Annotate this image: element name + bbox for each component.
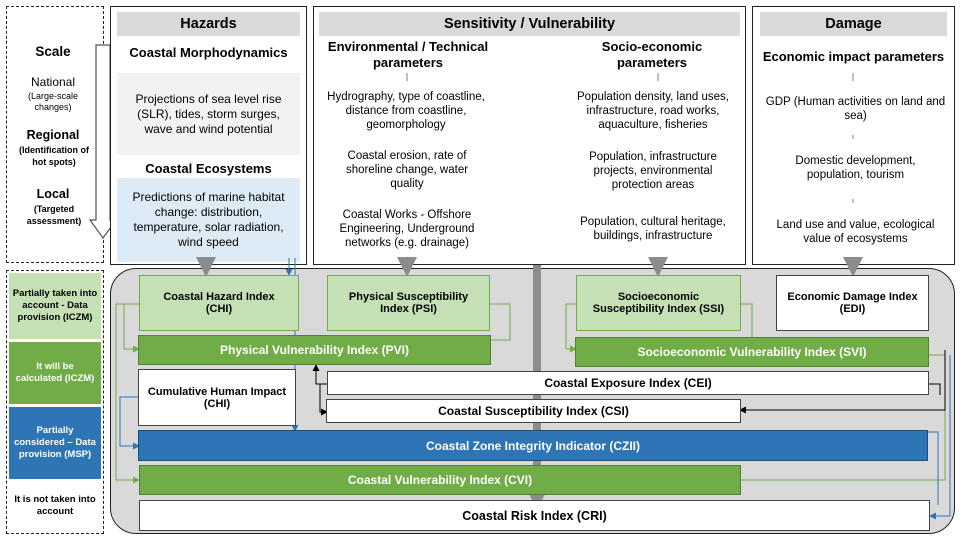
coastal-zone-integrity-indicator: Coastal Zone Integrity Indicator (CZII): [138, 430, 928, 461]
coastal-susceptibility-index: Coastal Susceptibility Index (CSI): [326, 399, 741, 423]
socioeconomic-susceptibility-index: Socioeconomic Susceptibility Index (SSI): [576, 275, 741, 331]
legend-not-taken: It is not taken into account: [9, 482, 101, 530]
env-item-3: Coastal Works - Offshore Engineering, Un…: [339, 209, 475, 249]
soc-item-3: Population, cultural heritage, buildings…: [580, 216, 726, 242]
coastal-risk-index: Coastal Risk Index (CRI): [139, 500, 930, 531]
scale-regional: Regional: [26, 128, 80, 142]
economic-damage-index: Economic Damage Index (EDI): [776, 275, 929, 331]
sensitivity-panel: [313, 6, 746, 265]
economic-impact-title: Economic impact parameters: [762, 49, 945, 64]
sensitivity-header: Sensitivity / Vulnerability: [319, 12, 740, 36]
coastal-exposure-index: Coastal Exposure Index (CEI): [327, 371, 929, 395]
socioeconomic-vulnerability-index: Socioeconomic Vulnerability Index (SVI): [575, 337, 929, 367]
legend-panel: [6, 270, 104, 534]
soc-item-1: Population density, land uses, infrastru…: [577, 91, 729, 131]
cumulative-human-impact: Cumulative Human Impact (CHI): [138, 369, 296, 426]
env-params-title: Environmental / Technical parameters: [327, 39, 489, 70]
damage-item-2: Domestic development, population, touris…: [795, 155, 916, 181]
hazards-header: Hazards: [117, 12, 300, 36]
scale-national-sub: (Large-scale changes): [27, 91, 79, 112]
scale-local-sub: (Targeted assessment): [26, 204, 82, 226]
env-item-1: Hydrography, type of coastline, distance…: [327, 91, 485, 131]
coastal-vulnerability-index: Coastal Vulnerability Index (CVI): [139, 465, 741, 495]
env-item-2: Coastal erosion, rate of shoreline chang…: [345, 150, 469, 190]
soc-params-title: Socio-economic parameters: [601, 39, 703, 70]
legend-partial-iczm: Partially taken into account - Data prov…: [9, 273, 101, 339]
scale-national: National: [30, 75, 76, 89]
legend-partial-msp: Partially considered – Data provision (M…: [9, 407, 101, 479]
coastal-ecosystems-title: Coastal Ecosystems: [145, 161, 272, 176]
coastal-ecosystems-text: Predictions of marine habitat change: di…: [117, 178, 300, 262]
coastal-morphodynamics-text: Projections of sea level rise (SLR), tid…: [117, 73, 300, 155]
scale-local: Local: [36, 187, 70, 201]
scale-regional-sub: (Identification of hot spots): [19, 145, 89, 167]
physical-susceptibility-index: Physical Susceptibility Index (PSI): [327, 275, 490, 331]
damage-item-3: Land use and value, ecological value of …: [776, 219, 935, 245]
scale-title: Scale: [35, 43, 71, 59]
legend-calculated: It will be calculated (ICZM): [9, 342, 101, 404]
damage-item-1: GDP (Human activities on land and sea): [765, 96, 946, 122]
damage-header: Damage: [760, 12, 947, 36]
soc-item-2: Population, infrastructure projects, env…: [589, 151, 717, 191]
coastal-hazard-index: Coastal Hazard Index (CHI): [139, 275, 299, 331]
coastal-morphodynamics-title: Coastal Morphodynamics: [129, 45, 288, 60]
physical-vulnerability-index: Physical Vulnerability Index (PVI): [138, 335, 491, 365]
